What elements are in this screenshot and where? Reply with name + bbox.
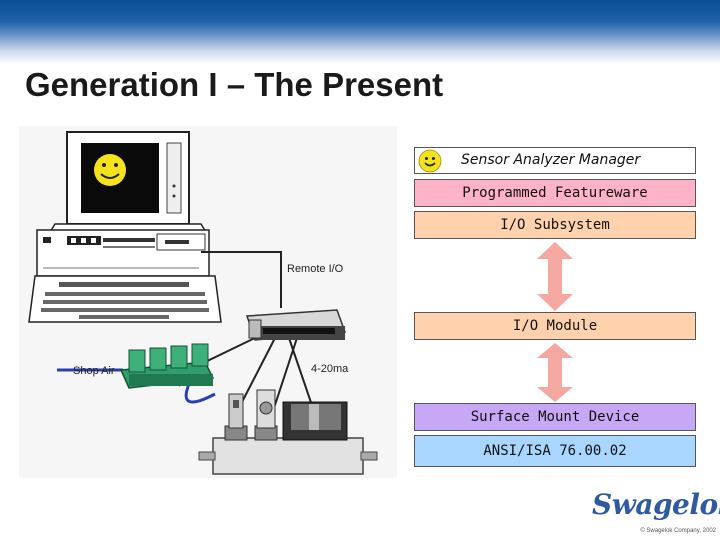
slide-title: Generation I – The Present xyxy=(25,66,444,103)
swagelok-logo: Swagelok xyxy=(592,488,720,521)
stack-surface-mount-device: Surface Mount Device xyxy=(414,403,696,431)
copyright-text: © Swagelok Company, 2002 xyxy=(640,528,716,534)
valve-manifold-icon xyxy=(119,343,215,389)
keyboard-icon xyxy=(28,275,222,323)
air-tube xyxy=(184,383,216,404)
stack-io-subsystem: I/O Subsystem xyxy=(414,211,696,239)
stack-io-module: I/O Module xyxy=(414,312,696,340)
stack-label: Sensor Analyzer Manager xyxy=(461,152,641,168)
computer-monitor-icon xyxy=(66,131,190,225)
header-gradient-band xyxy=(0,0,720,64)
system-illustration: Remote I/O Shop Air 4-20ma xyxy=(19,126,397,478)
computer-base-icon xyxy=(36,223,210,277)
double-arrow-icon xyxy=(537,343,573,402)
stack-ansi-isa-standard: ANSI/ISA 76.00.02 xyxy=(414,435,696,467)
stack-sensor-analyzer-manager: Sensor Analyzer Manager xyxy=(414,147,696,174)
remote-io-label: Remote I/O xyxy=(287,263,344,275)
current-loop-label: 4-20ma xyxy=(311,363,349,375)
remote-io-unit-icon xyxy=(245,309,347,341)
cable xyxy=(273,337,298,409)
smiley-icon xyxy=(418,149,442,173)
shop-air-label: Shop Air xyxy=(73,365,115,377)
cable xyxy=(201,251,282,308)
smiley-icon xyxy=(94,154,126,186)
cable xyxy=(240,337,276,405)
double-arrow-icon xyxy=(537,242,573,311)
field-devices-icon xyxy=(198,389,378,475)
stack-programmed-featureware: Programmed Featureware xyxy=(414,179,696,207)
